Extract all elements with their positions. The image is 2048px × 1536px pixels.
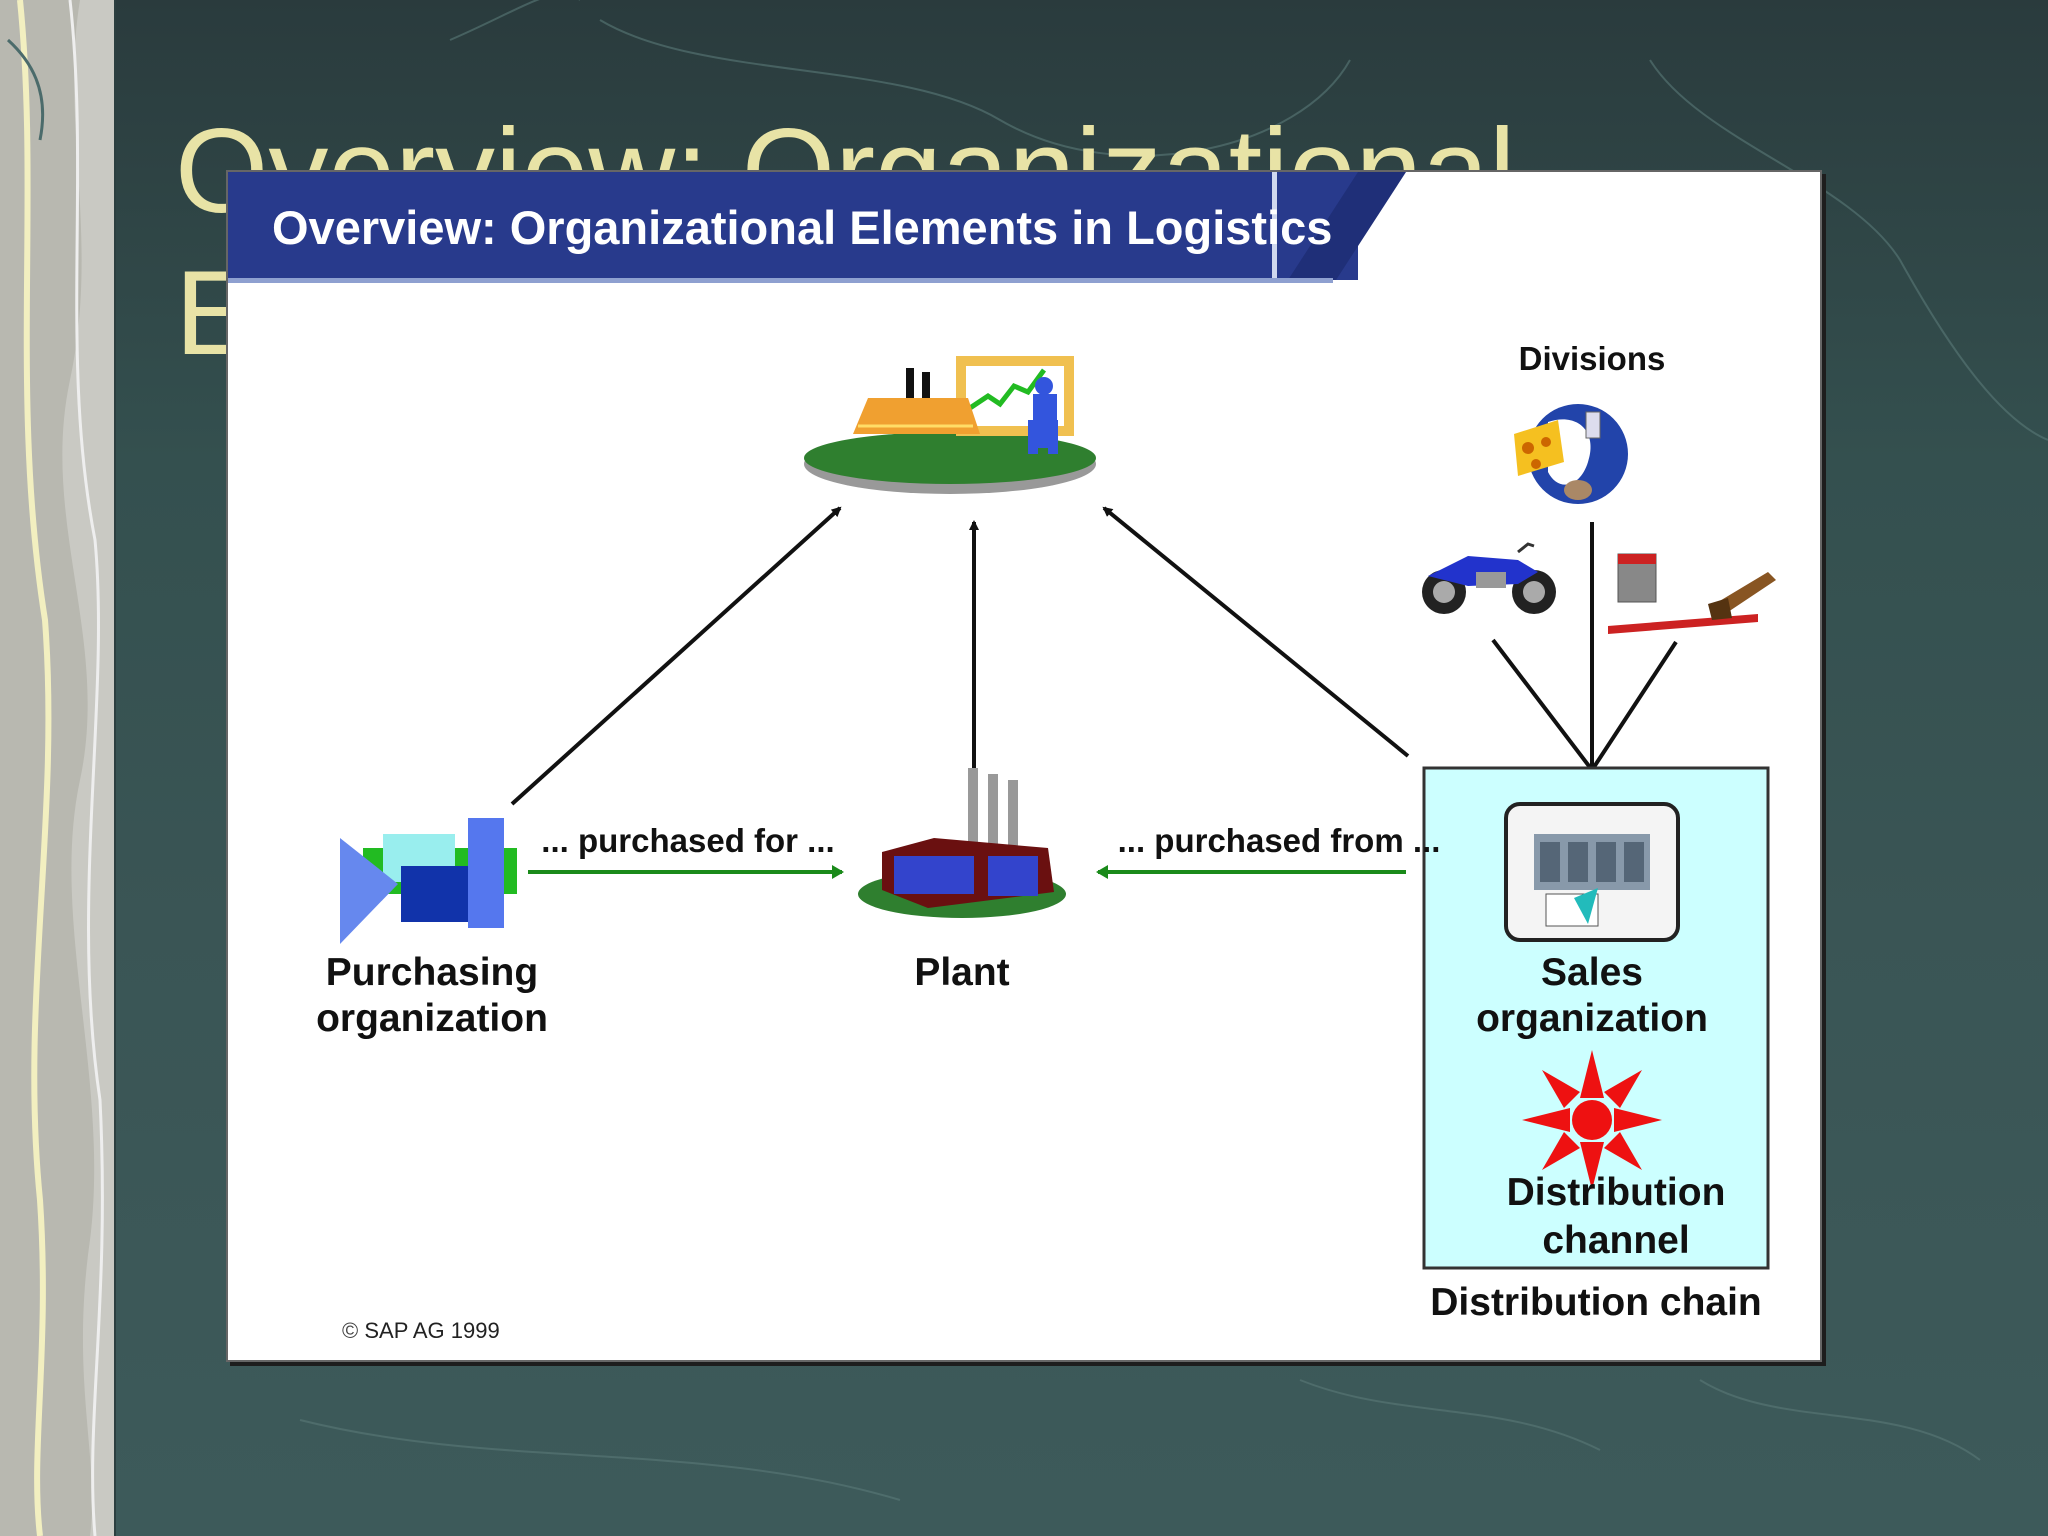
copyright-line: © SAP AG 1999 <box>342 1318 500 1344</box>
divisions-icon-group <box>1514 404 1628 504</box>
purchased-for-label: ... purchased for ... <box>541 822 835 859</box>
division-connectors <box>1491 522 1678 772</box>
sales-organization-label-line1: Sales <box>1541 951 1643 994</box>
company-icon <box>804 356 1096 494</box>
header-bar <box>228 172 1406 283</box>
slide-title: Overview: Organizational Elements in Log… <box>272 201 1333 254</box>
sales-organization-label-line2: organization <box>1476 997 1708 1040</box>
sap-logo: SAP <box>1498 227 1605 287</box>
purchased-from-label: ... purchased from ... <box>1117 822 1441 859</box>
paint-icon <box>1608 553 1776 634</box>
plant-icon <box>858 768 1066 918</box>
divisions-label: Divisions <box>1518 340 1666 377</box>
distribution-channel-label-line2: channel <box>1542 1219 1690 1262</box>
diagram-graphics <box>228 172 1776 1270</box>
distribution-channel-icon <box>1522 1050 1662 1190</box>
motorcycle-icon <box>1422 542 1556 614</box>
purchasing-organization-label: Purchasing organization <box>316 951 548 1040</box>
slide-panel: Overview: Organizational Elements in Log… <box>226 170 1822 1362</box>
plant-label: Plant <box>914 951 1010 994</box>
purchasing-organization-icon <box>340 818 517 944</box>
copyright-text: SAP AG 1999 <box>364 1318 500 1343</box>
distribution-channel-label-line1: Distribution <box>1506 1171 1726 1214</box>
sales-organization-icon <box>1504 802 1680 942</box>
copyright-icon: © <box>342 1318 359 1343</box>
distribution-chain-label: Distribution chain <box>1430 1281 1762 1324</box>
company-arrows <box>510 506 1410 806</box>
